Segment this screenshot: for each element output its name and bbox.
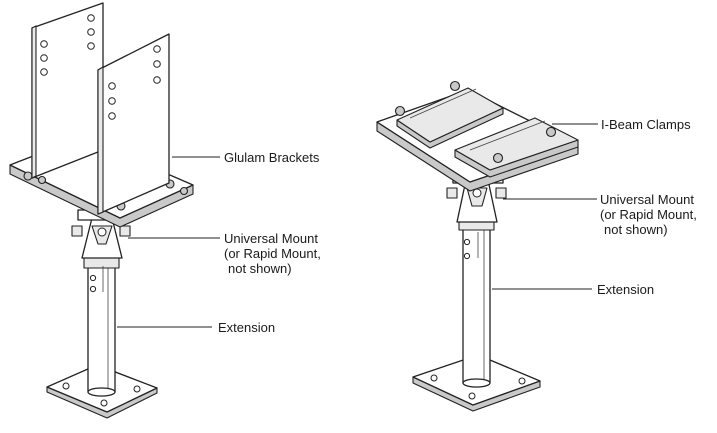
label-universal-mount-right: Universal Mount (or Rapid Mount, not sho… xyxy=(600,192,697,237)
right-ibeam-clamp-1 xyxy=(394,80,504,149)
label-universal-mount-left: Universal Mount (or Rapid Mount, not sho… xyxy=(224,231,321,276)
right-ibeam-clamp-2 xyxy=(454,117,579,178)
left-glulam-bracket-front xyxy=(97,33,170,215)
left-extension-post xyxy=(83,257,120,397)
label-glulam-brackets: Glulam Brackets xyxy=(224,150,320,165)
label-extension-left: Extension xyxy=(218,320,276,335)
left-glulam-bracket-back xyxy=(31,2,104,179)
label-ibeam-clamps: I-Beam Clamps xyxy=(601,117,691,132)
right-assembly xyxy=(376,80,598,412)
left-assembly xyxy=(9,2,220,419)
right-extension-post xyxy=(458,219,495,388)
label-extension-right: Extension xyxy=(597,282,655,297)
